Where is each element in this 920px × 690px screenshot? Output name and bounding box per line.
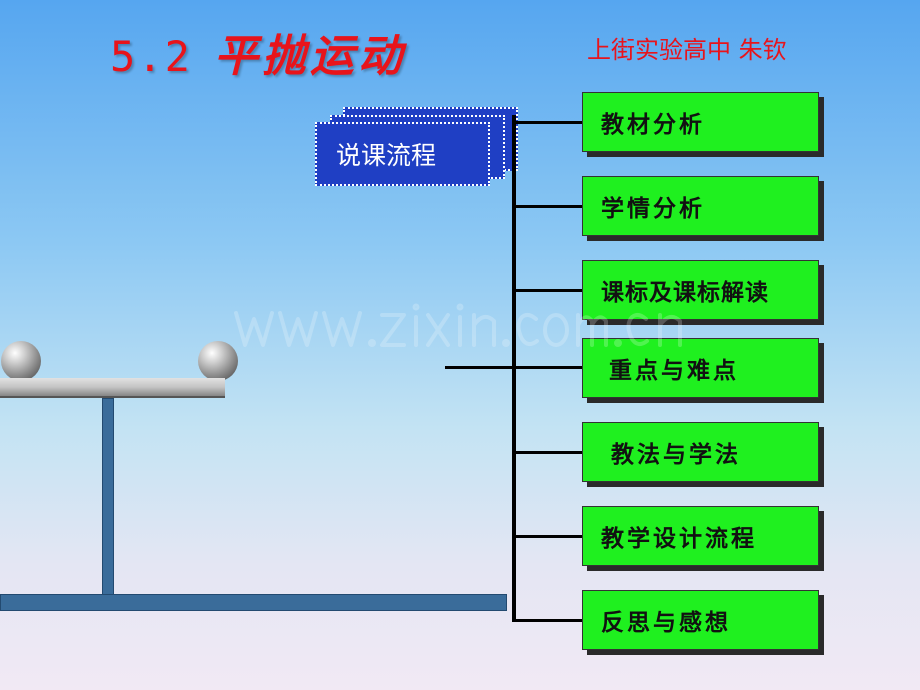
lesson-number: 5.2: [110, 32, 192, 81]
item-box-5[interactable]: 教法与学法: [582, 422, 819, 482]
watermark-logo: [234, 303, 682, 347]
ball-left: [1, 341, 41, 381]
item-box-4[interactable]: 重点与难点: [582, 338, 819, 398]
connector-branch-4: [445, 366, 582, 369]
lesson-title: 平抛运动: [213, 31, 406, 82]
item-box-7[interactable]: 反思与感想: [582, 590, 819, 650]
connector-branch-6: [512, 535, 582, 538]
author-label: 上街实验高中 朱钦: [587, 36, 787, 64]
shelf-plate: [0, 378, 225, 398]
item-box-3[interactable]: 课标及课标解读: [582, 260, 819, 320]
stand-base: [0, 594, 507, 611]
stand-pole: [102, 398, 114, 596]
item-box-6[interactable]: 教学设计流程: [582, 506, 819, 566]
connector-branch-2: [512, 205, 582, 208]
ball-right: [198, 341, 238, 381]
connector-branch-3: [512, 289, 582, 292]
slide-title: 5.2 平抛运动: [110, 20, 406, 84]
root-box[interactable]: 说课流程: [315, 122, 490, 186]
item-box-1[interactable]: 教材分析: [582, 92, 819, 152]
connector-branch-1: [512, 121, 582, 124]
item-box-2[interactable]: 学情分析: [582, 176, 819, 236]
connector-branch-5: [512, 451, 582, 454]
root-card-stack: 说课流程: [313, 107, 523, 192]
connector-branch-7: [512, 619, 582, 622]
